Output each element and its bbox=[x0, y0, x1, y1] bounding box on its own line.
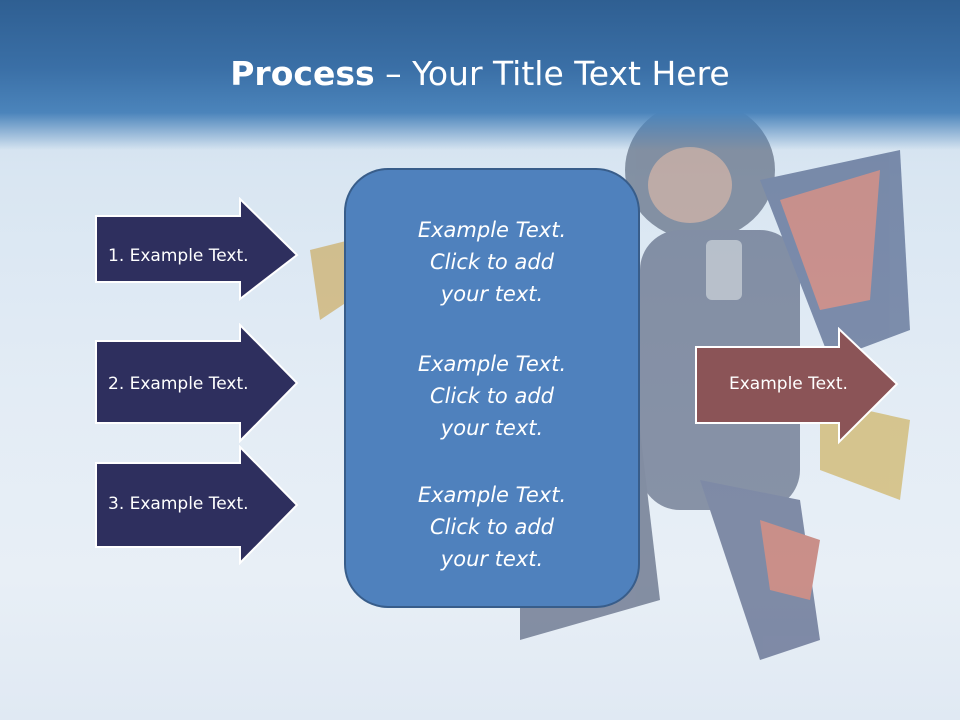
center-item-2-line1: Example Text. bbox=[417, 352, 567, 376]
slide-title: Process – Your Title Text Here bbox=[0, 52, 960, 96]
step-arrow-1-label: 1. Example Text. bbox=[108, 246, 249, 266]
center-item-3-line3: your text. bbox=[440, 547, 544, 571]
center-item-2-line2: Click to add bbox=[429, 384, 554, 408]
center-item-2-line3: your text. bbox=[440, 416, 544, 440]
center-item-3: Example Text. Click to add your text. bbox=[346, 479, 638, 575]
center-item-2: Example Text. Click to add your text. bbox=[346, 348, 638, 444]
center-item-1-line2: Click to add bbox=[429, 250, 554, 274]
step-arrow-3-shape bbox=[95, 445, 299, 565]
center-item-3-line1: Example Text. bbox=[417, 483, 567, 507]
output-arrow-label: Example Text. bbox=[729, 374, 848, 394]
step-arrow-1-shape bbox=[95, 197, 299, 301]
center-item-1-line1: Example Text. bbox=[417, 218, 567, 242]
center-item-3-line2: Click to add bbox=[429, 515, 554, 539]
center-item-1: Example Text. Click to add your text. bbox=[346, 214, 638, 310]
title-banner bbox=[0, 0, 960, 150]
step-arrow-2[interactable]: 2. Example Text. bbox=[94, 323, 300, 443]
step-arrow-1[interactable]: 1. Example Text. bbox=[94, 197, 300, 301]
output-arrow-shape bbox=[695, 327, 899, 445]
output-arrow[interactable]: Example Text. bbox=[694, 327, 900, 445]
center-content-box[interactable]: Example Text. Click to add your text. Ex… bbox=[344, 168, 640, 608]
title-bold: Process bbox=[230, 54, 375, 93]
title-rest: – Your Title Text Here bbox=[374, 54, 730, 93]
step-arrow-3[interactable]: 3. Example Text. bbox=[94, 445, 300, 565]
step-arrow-2-shape bbox=[95, 323, 299, 443]
step-arrow-2-label: 2. Example Text. bbox=[108, 374, 249, 394]
center-item-1-line3: your text. bbox=[440, 282, 544, 306]
step-arrow-3-label: 3. Example Text. bbox=[108, 494, 249, 514]
